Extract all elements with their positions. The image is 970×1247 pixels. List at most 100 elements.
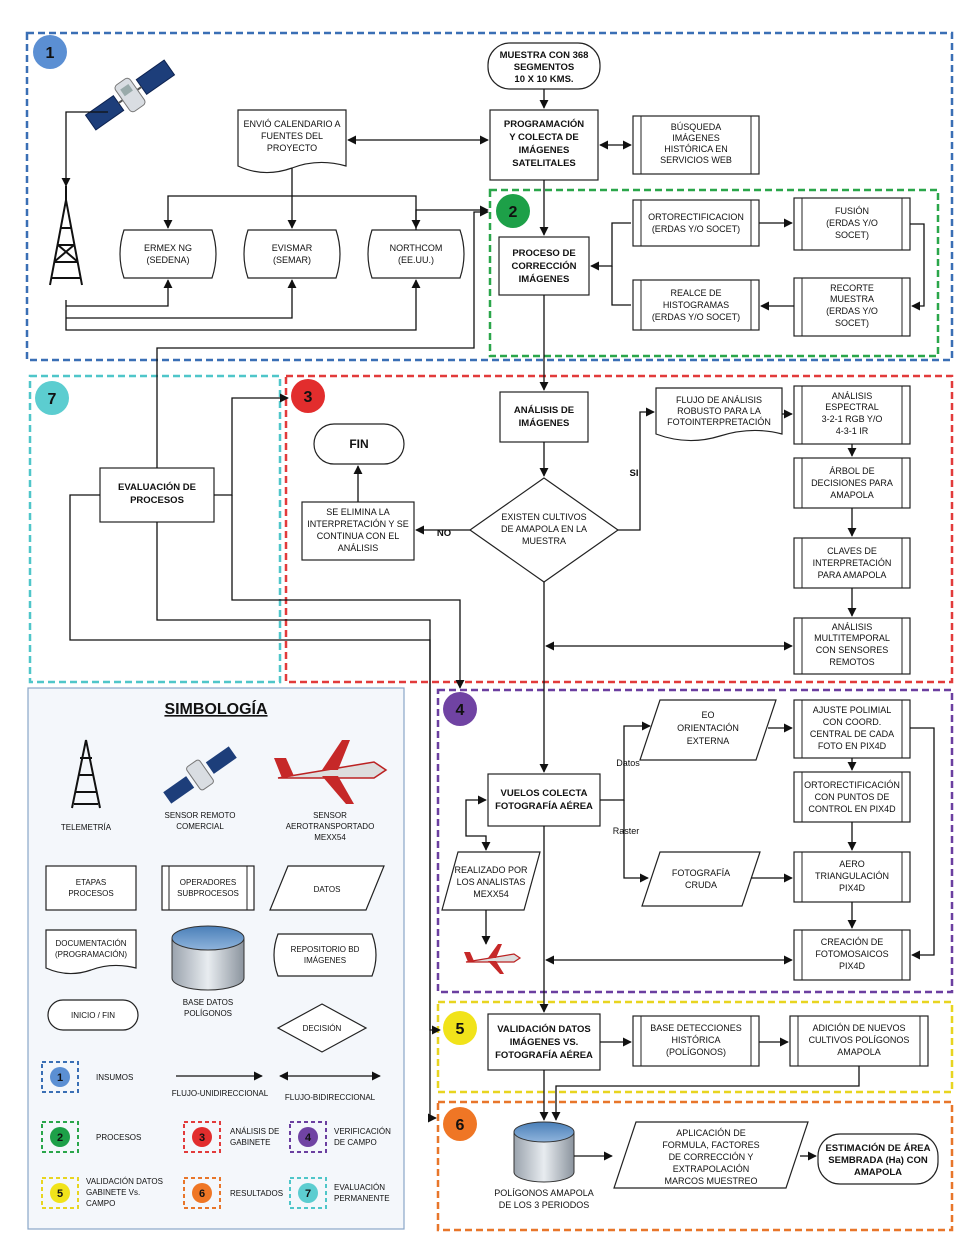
aplicacion-line-1: APLICACIÓN DE [676, 1128, 746, 1138]
legend-badge-7: 7 [305, 1188, 311, 1200]
aplicacion-line-5: MARCOS MUESTREO [664, 1176, 757, 1186]
elimina-line-3: CONTINUA CON EL [317, 531, 400, 541]
arbol-line-2: DECISIONES PARA [811, 478, 893, 488]
legend-base-datos-2: POLÍGONOS [184, 1009, 232, 1018]
node-aplicacion: APLICACIÓN DE FORMULA, FACTORES DE CORRE… [613, 1121, 809, 1189]
adicion-line-1: ADICIÓN DE NUEVOS [812, 1023, 905, 1033]
orto4d-line-2: CON PUNTOS DE [815, 792, 890, 802]
programacion-line-2: Y COLECTA DE [509, 132, 579, 143]
node-base-det: BASE DETECCIONES HISTÓRICA (POLÍGONOS) [632, 1015, 760, 1067]
legend-sensor-remoto-2: COMERCIAL [176, 822, 224, 831]
aplicacion-line-3: DE CORRECCIÓN Y [669, 1152, 754, 1162]
node-multitemporal: ANÁLISIS MULTITEMPORAL CON SENSORES REMO… [793, 617, 911, 675]
node-realizado: REALIZADO POR LOS ANALISTAS MEXX54 [441, 851, 541, 911]
legend-telemetria: TELEMETRÍA [61, 823, 112, 832]
edge-evaluacion-proceso [156, 207, 489, 468]
multitemporal-line-1: ANÁLISIS [832, 622, 873, 632]
northcom-line-2: (EE.UU.) [398, 255, 434, 265]
adicion-line-2: CULTIVOS POLÍGONOS [809, 1035, 910, 1045]
section-5-badge: 5 [443, 1011, 477, 1045]
legend-evaluacion-perm-2: PERMANENTE [334, 1194, 390, 1203]
legend-sensor-aero-3: MEXX54 [314, 833, 346, 842]
estimacion-line-1: ESTIMACIÓN DE ÁREA [825, 1142, 930, 1154]
busqueda-line-2: IMÁGENES [672, 133, 720, 143]
edge-label-si: SI [630, 468, 639, 479]
section-5-region [436, 1000, 954, 1094]
edge-orto-proceso [590, 222, 631, 271]
legend-validacion-gab-1: VALIDACIÓN DATOS [86, 1177, 163, 1186]
multitemporal-line-4: REMOTOS [829, 657, 874, 667]
ajuste-line-2: CON COORD. [823, 717, 882, 727]
ermex-line-2: (SEDENA) [146, 255, 189, 265]
legend-sensor-aero-2: AEROTRANSPORTADO [286, 822, 375, 831]
estimacion-line-2: SEMBRADA (Ha) CON [828, 1155, 928, 1166]
legend-etapas-1: ETAPAS [76, 878, 106, 887]
section-7-number: 7 [48, 391, 57, 408]
telemetry-tower-icon [49, 186, 83, 286]
muestra-line-3: 10 X 10 KMS. [514, 74, 573, 85]
legend-sensor-aero-1: SENSOR [313, 811, 347, 820]
section-7-region [28, 374, 282, 684]
fusion-line-3: SOCET) [835, 230, 869, 240]
vuelos-line-1: VUELOS COLECTA [501, 788, 588, 799]
node-recorte: RECORTE MUESTRA (ERDAS Y/O SOCET) [793, 277, 911, 337]
multitemporal-line-3: CON SENSORES [816, 645, 889, 655]
node-arbol: ÁRBOL DE DECISIONES PARA AMAPOLA [793, 457, 911, 509]
recorte-line-2: MUESTRA [830, 294, 874, 304]
edge-evaluacion-verificacion [231, 495, 465, 689]
legend-datos: DATOS [314, 885, 341, 894]
base-det-line-2: HISTÓRICA [671, 1035, 720, 1045]
legend-verificacion-1: VERIFICACIÓN [334, 1127, 391, 1136]
legend-badge-6: 6 [199, 1188, 205, 1200]
section-5-number: 5 [456, 1021, 465, 1038]
legend-badge-1: 1 [57, 1072, 63, 1084]
legend-documentacion-2: (PROGRAMACIÓN) [55, 950, 127, 959]
edge-realce-proceso [611, 266, 631, 306]
section-3-region [284, 374, 954, 684]
proceso-line-3: IMÁGENES [519, 274, 570, 285]
node-orto: ORTORECTIFICACION (ERDAS Y/O SOCET) [632, 199, 760, 247]
flujo-line-3: FOTOINTERPRETACIÓN [667, 417, 771, 427]
evaluacion-line-2: PROCESOS [130, 495, 184, 506]
claves-line-2: INTERPRETACIÓN [813, 558, 892, 568]
aplicacion-line-4: EXTRAPOLACIÓN [673, 1164, 750, 1174]
node-fotografia: FOTOGRAFÍA CRUDA [641, 851, 761, 907]
edge-evaluacion-analisis [214, 393, 289, 496]
arbol-line-1: ÁRBOL DE [829, 466, 874, 476]
node-poligonos-database: POLÍGONOS AMAPOLA DE LOS 3 PERIODOS [494, 1121, 594, 1210]
node-existen: EXISTEN CULTIVOS DE AMAPOLA EN LA MUESTR… [468, 477, 620, 583]
legend-badge-5: 5 [57, 1188, 63, 1200]
edge-existen-flujo [618, 407, 655, 531]
espectral-line-3: 3-2-1 RGB Y/O [822, 414, 883, 424]
node-ermex: ERMEX NG (SEDENA) [119, 229, 217, 279]
eo-line-2: ORIENTACIÓN [677, 723, 739, 733]
node-vuelos: VUELOS COLECTA FOTOGRAFÍA AÉREA [487, 773, 601, 827]
legend-flujo-uni: FLUJO-UNIDIRECCIONAL [172, 1089, 269, 1098]
elimina-line-4: ANÁLISIS [338, 543, 379, 553]
edge-label-no: NO [437, 528, 451, 539]
node-estimacion: ESTIMACIÓN DE ÁREA SEMBRADA (Ha) CON AMA… [817, 1133, 939, 1185]
node-ajuste: AJUSTE POLIMIAL CON COORD. CENTRAL DE CA… [793, 699, 911, 759]
edge-vuelos-fotografia [623, 800, 649, 883]
edge-fusion-recorte [910, 223, 925, 311]
node-validacion: VALIDACIÓN DATOS IMÁGENES VS. FOTOGRAFÍA… [487, 1013, 601, 1071]
node-flujo: FLUJO DE ANÁLISIS ROBUSTO PARA LA FOTOIN… [655, 387, 783, 442]
eo-line-3: EXTERNA [687, 736, 730, 746]
analisis-line-2: IMÁGENES [519, 418, 570, 429]
elimina-line-1: SE ELIMINA LA [326, 507, 390, 517]
envio-line-1: ENVIÓ CALENDARIO A [243, 119, 340, 129]
edge-tower-evismar [66, 279, 297, 319]
section-2-number: 2 [509, 204, 518, 221]
muestra-line-1: MUESTRA CON 368 [500, 50, 589, 61]
node-evismar: EVISMAR (SEMAR) [243, 229, 341, 279]
poligonos-line-2: DE LOS 3 PERIODOS [499, 1200, 590, 1210]
node-analisis: ANÁLISIS DE IMÁGENES [499, 391, 589, 443]
node-claves: CLAVES DE INTERPRETACIÓN PARA AMAPOLA [793, 537, 911, 589]
poligonos-line-1: POLÍGONOS AMAPOLA [494, 1188, 594, 1198]
validacion-line-1: VALIDACIÓN DATOS [497, 1023, 590, 1035]
realizado-line-3: MEXX54 [473, 889, 509, 899]
aero-line-3: PIX4D [839, 883, 866, 893]
programacion-line-1: PROGRAMACIÓN [504, 118, 584, 130]
legend-verificacion-2: DE CAMPO [334, 1138, 377, 1147]
